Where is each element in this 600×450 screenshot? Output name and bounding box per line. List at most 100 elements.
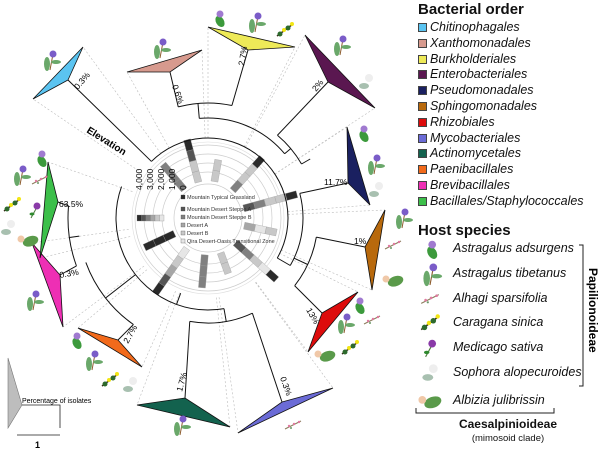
tree-branch	[277, 81, 329, 136]
clade-triangle	[39, 161, 59, 259]
guide-line	[274, 126, 348, 175]
elevation-bar-segment	[198, 276, 207, 289]
zone-label: Mountain Desert Steppe B	[187, 215, 252, 221]
elevation-ring	[173, 183, 243, 253]
guide-line	[32, 98, 143, 174]
clade-triangle	[307, 291, 359, 353]
elevation-bar-segment	[254, 224, 267, 234]
alhagi-plant-icon	[363, 315, 381, 325]
tree-branch	[284, 148, 292, 155]
tree-branch	[293, 257, 308, 265]
tree-branch	[294, 285, 323, 314]
order-legend-item: Xanthomonadales	[418, 36, 531, 51]
tree-branch	[231, 49, 249, 106]
clade-percentage-label: 0.3%	[72, 70, 92, 92]
tree-branch	[223, 308, 227, 322]
astragalus-adsurgens-plant-icon	[353, 297, 367, 316]
clade-percentage-label: 2.7%	[236, 45, 249, 66]
elevation-title: Elevation	[84, 125, 128, 158]
host-species-item: Caragana sinica	[453, 315, 544, 329]
order-legend-item: Burkholderiales	[418, 52, 516, 67]
scale-tick: 4,000	[134, 168, 144, 190]
zone-swatch	[180, 206, 186, 212]
tree-branch	[69, 235, 80, 238]
host-species-item: Albizia julibrissin	[453, 393, 545, 407]
guide-line	[136, 292, 180, 406]
clade-percentage-label: 0.6%	[170, 83, 186, 105]
elevation-gradient-swatch	[145, 214, 151, 222]
guide-line	[77, 269, 148, 329]
scale-tick: 2,000	[156, 168, 166, 190]
bacterial-order-title: Bacterial order	[418, 1, 524, 18]
host-species-item: Astragalus adsurgens	[453, 241, 574, 255]
order-color-swatch	[418, 181, 427, 190]
elevation-bar-segment	[212, 159, 222, 172]
order-legend-item: Paenibacillales	[418, 162, 513, 177]
astragalus-tibetanus-plant-icon	[333, 35, 352, 57]
elevation-gradient-swatch	[150, 214, 156, 222]
elevation-bars	[136, 138, 298, 296]
clade-percentage-label: 0.3%	[278, 375, 294, 397]
clade-percentage-label: 2%	[310, 77, 326, 93]
zone-swatch	[180, 214, 186, 220]
astragalus-tibetanus-plant-icon	[153, 38, 172, 60]
clade-triangle	[346, 126, 371, 206]
tree-branch	[57, 201, 69, 207]
tree-branch	[277, 257, 291, 266]
clade-percentage-label: 0.3%	[59, 267, 80, 280]
tree-branch	[176, 303, 225, 311]
astragalus-tibetanus-plant-icon	[337, 313, 356, 335]
tree-branch	[115, 186, 177, 305]
elevation-gradient-swatch	[159, 214, 165, 222]
tree-branch	[184, 321, 191, 399]
clade-percentage-label: 63.5%	[59, 199, 84, 209]
order-color-swatch	[418, 196, 427, 206]
order-legend-item: Enterobacteriales	[418, 67, 527, 82]
tree-branch	[277, 134, 302, 165]
tree-branch	[151, 137, 289, 259]
astragalus-adsurgens-plant-icon	[357, 125, 371, 144]
sophora-plant-icon	[359, 74, 373, 89]
scale-legend-label: Percentage of isolates	[22, 398, 92, 405]
percentage-scale-legend: Percentage of isolates 1	[7, 357, 92, 450]
clade-triangle	[126, 49, 203, 73]
order-legend-item: Chitinophagales	[418, 20, 520, 35]
order-color-swatch	[418, 23, 427, 32]
tree-branch	[289, 193, 304, 266]
host-species-item: Medicago sativa	[453, 340, 544, 354]
astragalus-tibetanus-plant-icon	[173, 415, 192, 437]
order-name: Brevibacillales	[430, 178, 510, 192]
guide-line	[245, 34, 306, 148]
tree-branch	[67, 205, 77, 267]
order-name: Actinomycetales	[430, 146, 522, 161]
guide-line	[244, 46, 296, 147]
tree-branch	[299, 182, 349, 194]
order-legend-item: Bacillales/Staphylococcales	[418, 194, 584, 209]
medicago-plant-icon	[423, 339, 437, 358]
guide-line	[255, 281, 309, 353]
astragalus-tibetanus-plant-icon	[367, 154, 386, 176]
elevation-gradient-swatch	[136, 214, 142, 222]
astragalus-adsurgens-plant-icon	[425, 240, 440, 261]
tree-branch	[189, 312, 253, 324]
elevation-bar-segment	[199, 265, 208, 278]
order-name: Burkholderiales	[430, 51, 517, 66]
elevation-bar-segment	[200, 254, 209, 267]
tree-branch	[294, 237, 317, 287]
tree-branch	[85, 262, 134, 325]
elevation-bar-segment	[186, 149, 197, 163]
elevation-bar-segment	[183, 138, 194, 152]
order-legend-item: Sphingomonadales	[418, 99, 537, 114]
guide-lines	[31, 27, 386, 434]
order-name: Sphingomonadales	[430, 99, 538, 113]
zone-label: Desert A	[187, 223, 208, 229]
papilionoideae-bracket	[579, 244, 584, 387]
host-species-item: Alhagi sparsifolia	[453, 291, 548, 305]
elevation-bar-segment	[189, 159, 200, 173]
order-color-swatch	[418, 102, 427, 111]
order-name: Rhizobiales	[430, 114, 495, 129]
guide-line	[201, 49, 206, 139]
elevation-bar-segment	[263, 196, 277, 207]
